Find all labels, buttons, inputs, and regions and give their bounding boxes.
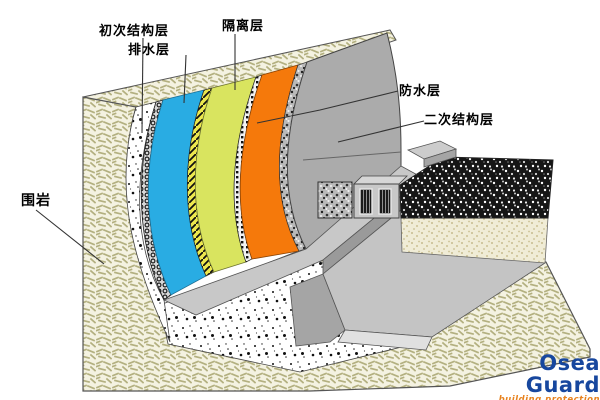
brand-tagline: building protection experts: [468, 396, 600, 400]
gravel-block: [317, 181, 353, 219]
leader-surrounding-rock: [35, 209, 105, 265]
label-drainage-layer: 排水层: [128, 43, 171, 58]
floor-corner-face: [289, 273, 346, 347]
label-waterproof-layer: 防水层: [399, 84, 442, 99]
label-primary-structure: 初次结构层: [99, 24, 170, 39]
label-secondary-structure: 二次结构层: [424, 113, 495, 128]
brand-name: Osea Guard: [525, 351, 600, 398]
label-surrounding-rock: 围岩: [21, 193, 51, 209]
drain-channel-top: [353, 175, 408, 185]
floor-front-face: [337, 329, 433, 351]
brand-logo: Osea Guard building protection experts: [468, 352, 600, 400]
drain-duct-left: [359, 188, 373, 215]
leader-waterproof: [256, 90, 399, 124]
canopy-ledge-line: [302, 151, 402, 161]
drain-duct-right: [378, 188, 392, 215]
curb-slab-face: [423, 148, 457, 168]
layer-primary-structure: [125, 101, 171, 343]
leader-primary-structure: [141, 37, 144, 134]
label-isolation-layer: 隔离层: [222, 19, 265, 34]
leader-secondary-structure: [337, 120, 425, 143]
leader-drainage: [183, 54, 187, 104]
